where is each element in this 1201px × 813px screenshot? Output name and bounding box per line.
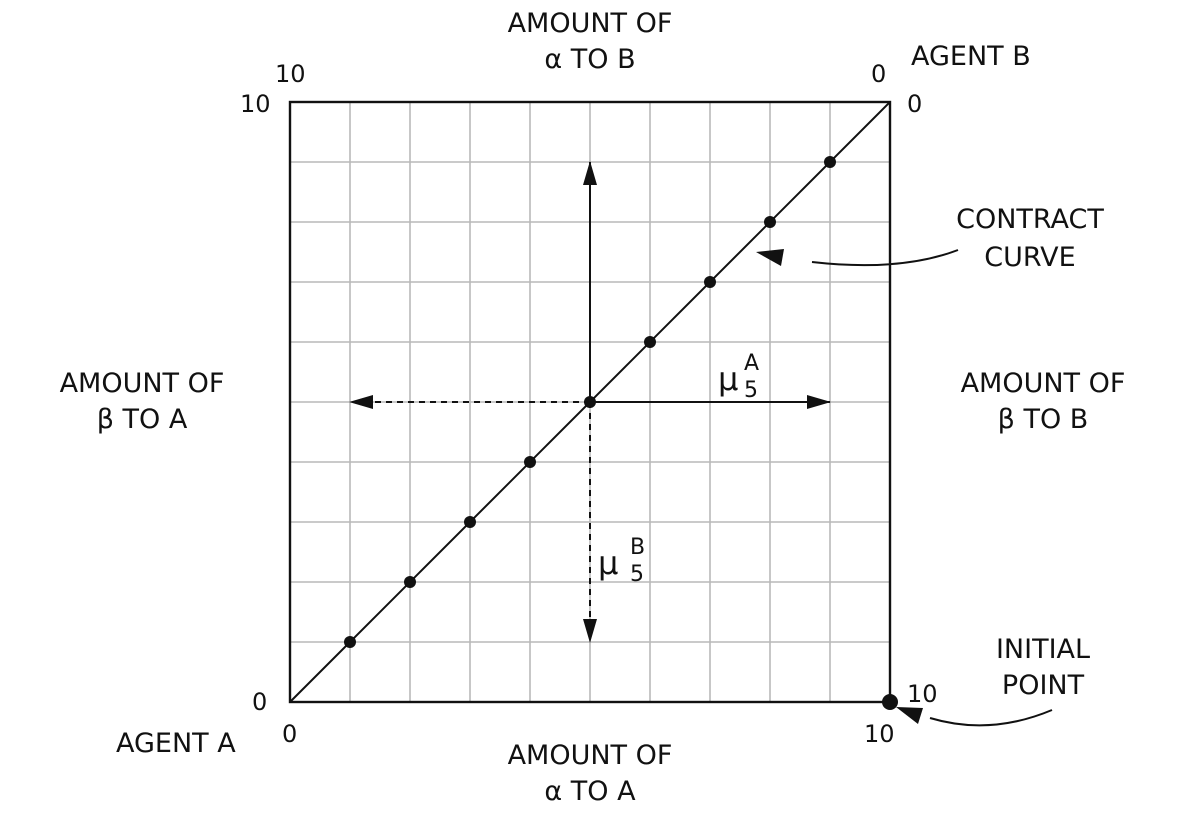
mu-a-symbol: μ	[718, 360, 738, 398]
mu-b-superscript: B	[630, 535, 645, 560]
mu-a-superscript: A	[744, 351, 759, 376]
contract-curve-point	[464, 516, 476, 528]
contract-curve-point	[404, 576, 416, 588]
left-label-line1: AMOUNT OF	[60, 368, 225, 399]
tick-right-top: 0	[907, 90, 922, 118]
contract-curve-point	[704, 276, 716, 288]
right-label-line1: AMOUNT OF	[961, 368, 1126, 399]
contract-curve-label-line2: CURVE	[984, 242, 1075, 273]
mu-a-subscript: 5	[744, 378, 758, 403]
points-group	[344, 156, 898, 710]
mu-b-subscript: 5	[630, 562, 644, 587]
contract-curve-point	[764, 216, 776, 228]
tick-left-bottom: 0	[252, 688, 267, 716]
contract-curve-point	[644, 336, 656, 348]
contract-curve-point	[824, 156, 836, 168]
initial-point-marker	[882, 694, 898, 710]
right-label-line2: β TO B	[998, 404, 1089, 435]
contract-curve-point	[524, 456, 536, 468]
initial-point-label-line1: INITIAL	[996, 634, 1090, 665]
initial-point-pointer	[929, 709, 1053, 727]
tick-bottom-left: 0	[282, 720, 297, 748]
box-frame	[288, 100, 892, 704]
agent-b-label: AGENT B	[911, 41, 1031, 72]
contract-curve-pointer	[811, 249, 959, 267]
agent-a-label: AGENT A	[116, 728, 236, 759]
top-label-line1: AMOUNT OF	[508, 8, 673, 39]
initial-point-label-line2: POINT	[1002, 670, 1085, 701]
tick-right-bottom: 10	[907, 680, 938, 708]
arrows-group	[349, 161, 831, 643]
contract-curve-point	[344, 636, 356, 648]
contract-curve-label-line1: CONTRACT	[956, 204, 1104, 235]
contract-curve-point	[584, 396, 596, 408]
left-label-line2: β TO A	[97, 404, 188, 435]
top-label-line2: α TO B	[544, 44, 635, 75]
initial-point-pointer-head	[896, 707, 923, 724]
tick-left-top: 10	[240, 90, 271, 118]
tick-top-right: 0	[871, 60, 886, 88]
contract-curve-pointer-head	[756, 249, 784, 266]
tick-top-left: 10	[275, 60, 306, 88]
mu-b-symbol: μ	[598, 544, 618, 582]
bottom-label-line2: α TO A	[544, 776, 636, 807]
bottom-label-line1: AMOUNT OF	[508, 740, 673, 771]
tick-bottom-right: 10	[864, 720, 895, 748]
